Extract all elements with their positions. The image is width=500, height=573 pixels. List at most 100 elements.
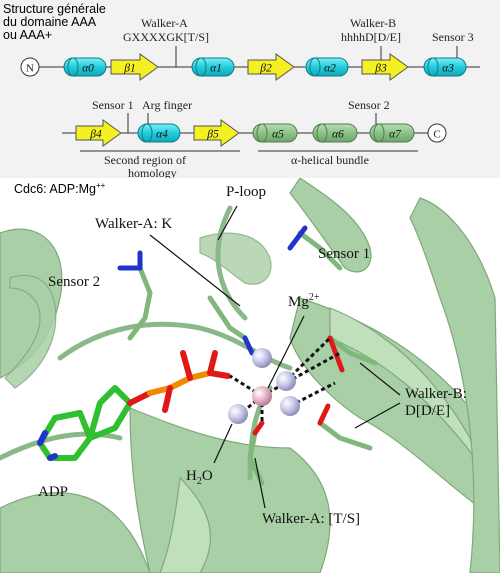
protein-ribbons (0, 178, 500, 573)
h2o-label: H2O (186, 468, 213, 490)
strand-beta2: β2 (247, 53, 295, 81)
walker-a-ts-leader (254, 457, 266, 509)
ribbon-bottom-left (0, 492, 151, 573)
helix-alpha3: α3 (423, 57, 467, 77)
sensor1-nitrogen (287, 225, 308, 251)
arg-finger-label: Arg finger (142, 98, 193, 112)
walker-b-structure-line-2: D[D/E] (405, 403, 450, 419)
adp-ribose (87, 385, 133, 441)
helix-alpha5: α5 (252, 123, 298, 143)
topology-panel: Structure générale du domaine AAA ou AAA… (0, 0, 500, 180)
helix-alpha3-label: α3 (442, 63, 454, 75)
helix-alpha4: α4 (137, 123, 181, 143)
helix-alpha4-label: α4 (156, 129, 168, 141)
structure-panel: Cdc6: ADP:Mg++ P-loop Walker-A: K Sensor… (0, 178, 500, 573)
structure-subtitle: Cdc6: ADP:Mg++ (14, 179, 105, 196)
n-terminus: N (20, 57, 40, 77)
walker-a-sequence: GXXXXGK[T/S] (123, 30, 209, 44)
figure-title-line-1: Structure générale (3, 2, 106, 16)
helix-alpha6-label: α6 (332, 129, 344, 141)
figure-title-line-2: du domaine AAA (3, 15, 97, 29)
walker-a-k-label: Walker-A: K (95, 216, 173, 232)
h2o-label-o: O (201, 468, 213, 484)
helix-alpha0: α0 (63, 57, 107, 77)
water-sphere-4 (228, 404, 248, 424)
sensor1-structure-label: Sensor 1 (318, 246, 371, 262)
water-sphere-1 (252, 348, 272, 368)
mg-label: Mg2+ (288, 290, 319, 310)
loop-tube-2 (215, 205, 248, 321)
helix-alpha0-label: α0 (82, 63, 94, 75)
walker-a-name: Walker-A (141, 16, 188, 30)
strand-beta3-label: β3 (374, 63, 387, 75)
strand-beta1-label: β1 (123, 63, 135, 75)
p-loop-leader (217, 205, 238, 241)
sensor1-label: Sensor 1 (92, 98, 134, 112)
mg-leader (267, 315, 305, 389)
walker-a-ts-oxygen (252, 420, 265, 436)
h2o-leader (213, 423, 233, 464)
ribbon-top-loop (289, 178, 372, 273)
h2o-label-2: 2 (196, 476, 202, 487)
sensor1-sidechain (297, 230, 343, 271)
walker-b-leader-1 (359, 362, 401, 396)
ribbon-sheet-right (289, 297, 481, 510)
adp-ribose-oxygen (127, 390, 153, 406)
helix-alpha7: α7 (369, 123, 415, 143)
ribbon-bottom-core (129, 407, 331, 573)
helical-bundle-label: α-helical bundle (291, 153, 369, 167)
adp-phosphates (147, 370, 213, 396)
strand-beta1: β1 (110, 53, 159, 81)
ribbon-loop-left (4, 274, 57, 389)
c-terminus-label: C (433, 129, 440, 141)
structure-rendering (0, 178, 500, 573)
walker-b-name: Walker-B (350, 16, 397, 30)
n-terminus-label: N (26, 63, 34, 75)
mg-ion-sphere (252, 386, 272, 406)
adp-molecule (37, 350, 231, 461)
p-loop-label: P-loop (226, 184, 267, 200)
adp-adenine-nitrogens (37, 430, 58, 461)
walker-b-d1-sidechain (327, 335, 378, 366)
walker-b-structure-line-1: Walker-B: (405, 386, 467, 402)
coord-bond-1 (229, 374, 263, 398)
adp-phosphate-oxygens (162, 350, 231, 413)
ribbon-helix-far-right (409, 197, 500, 573)
walker-a-k-leader (149, 234, 241, 307)
h2o-label-h: H (186, 468, 197, 484)
ribbon-p-loop (199, 232, 272, 285)
strand-beta5-label: β5 (206, 129, 219, 141)
strand-beta3: β3 (361, 53, 409, 81)
structure-subtitle-text: Cdc6: ADP:Mg (14, 182, 96, 197)
helix-alpha7-label: α7 (389, 129, 402, 141)
helix-alpha5-label: α5 (272, 129, 284, 141)
topology-diagram: N α0 β1 α1 β2 (20, 46, 480, 152)
figure-title: Structure générale du domaine AAA ou AAA… (3, 3, 106, 42)
strand-beta4-label: β4 (89, 129, 102, 141)
helix-alpha2-label: α2 (324, 63, 336, 75)
helix-alpha1-label: α1 (210, 63, 222, 75)
water-sphere-2 (276, 371, 296, 391)
second-region-line-1: Second region of (104, 153, 186, 167)
structure-subtitle-sup: ++ (95, 181, 106, 190)
helix-alpha2: α2 (305, 57, 349, 77)
sensor2-sidechain (127, 265, 153, 341)
water-sphere-3 (280, 396, 300, 416)
sensor2-structure-label: Sensor 2 (48, 274, 101, 290)
walker-a-ts-label: Walker-A: [T/S] (262, 511, 361, 527)
c-terminus: C (427, 123, 447, 143)
mg-label-sup: 2+ (308, 292, 320, 303)
strand-beta2-label: β2 (259, 63, 272, 75)
mg-label-text: Mg (288, 294, 309, 310)
adp-label: ADP (38, 484, 69, 500)
walker-a-k-sidechain (207, 295, 248, 341)
helix-alpha1: α1 (191, 57, 235, 77)
walker-b-d2-oxygen (317, 403, 331, 426)
walker-b-leader-2 (354, 402, 401, 429)
loop-tube-4 (0, 431, 123, 461)
figure-title-line-3: ou AAA+ (3, 28, 52, 42)
label-leader-lines (149, 205, 401, 509)
helix-alpha6: α6 (312, 123, 358, 143)
coord-bond-3 (261, 351, 341, 398)
